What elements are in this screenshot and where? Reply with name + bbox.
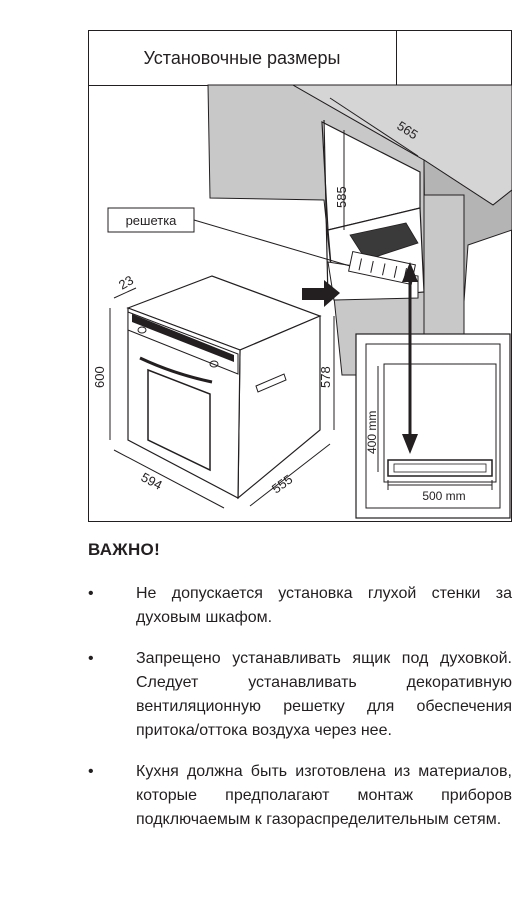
svg-text:23: 23 <box>116 272 136 292</box>
vent-detail-inset: 400 mm 500 mm <box>355 262 511 519</box>
title-box <box>88 30 397 86</box>
svg-text:600: 600 <box>92 366 107 388</box>
bullet: • <box>88 650 94 667</box>
note-item: • Кухня должна быть изготовлена из матер… <box>88 760 512 832</box>
dim-panel-depth: 23 <box>113 272 137 299</box>
dim-niche-height: 585 <box>334 130 349 230</box>
svg-text:400 mm: 400 mm <box>365 411 379 454</box>
insertion-arrow <box>302 280 340 307</box>
svg-text:578: 578 <box>318 366 333 388</box>
grille-label: решетка <box>126 213 178 228</box>
grille-leader-line <box>193 219 351 267</box>
oven <box>126 275 322 500</box>
note-item: • Не допускается установка глухой стенки… <box>88 582 512 630</box>
cabinet-niche <box>207 84 513 377</box>
note-item: • Запрещено устанавливать ящик под духов… <box>88 647 512 743</box>
installation-diagram: Установочные размеры <box>88 30 513 522</box>
bullet: • <box>88 585 94 602</box>
note-text: Запрещено устанавливать ящик под духовко… <box>136 650 512 739</box>
dim-oven-body-height: 578 <box>318 316 335 430</box>
svg-text:585: 585 <box>334 186 349 208</box>
note-text: Кухня должна быть изготовлена из материа… <box>136 763 512 828</box>
bullet: • <box>88 763 94 780</box>
svg-text:500 mm: 500 mm <box>422 489 465 503</box>
important-notes: ВАЖНО! • Не допускается установка глухой… <box>88 540 512 849</box>
diagram-title: Установочные размеры <box>144 48 341 68</box>
note-text: Не допускается установка глухой стенки з… <box>136 585 512 626</box>
important-heading: ВАЖНО! <box>88 540 161 559</box>
dim-oven-height: 600 <box>92 308 111 440</box>
